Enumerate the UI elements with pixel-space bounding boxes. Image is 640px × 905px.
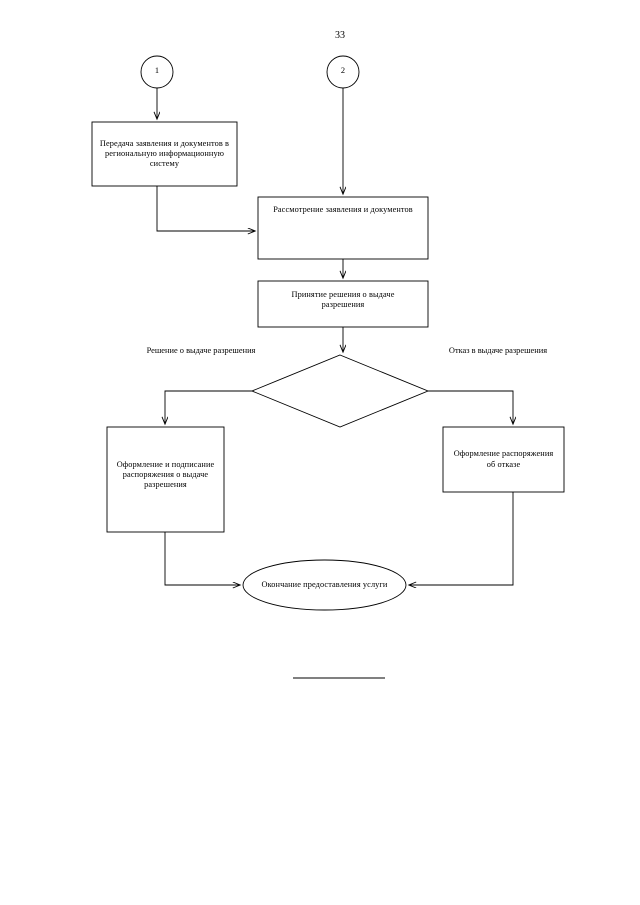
node-label-process-transfer: Передача заявления и документов в регион… (99, 138, 230, 169)
box-process-refusal (442, 426, 565, 493)
edge-transfer-to-review (156, 186, 255, 231)
edge-refusal-to-end (409, 492, 514, 585)
page-number: 33 (335, 30, 345, 41)
box-process-issue-permit (106, 426, 225, 533)
node-label-process-decision-making: Принятие решения о выдаче разрешения (291, 290, 395, 310)
edge-label-refuse: Отказ в выдаче разрешения (448, 346, 548, 355)
edge-diamond-to-refusal (428, 390, 513, 424)
node-label-terminator-end: Окончание предоставления услуги (261, 579, 388, 589)
edge-label-approve: Решение о выдаче разрешения (146, 346, 256, 355)
node-label-process-issue-permit: Оформление и подписание распоряжения о в… (116, 459, 215, 490)
box-process-decision-making (257, 280, 429, 328)
connector-label-1: 1 (154, 66, 160, 75)
node-label-process-review: Рассмотрение заявления и документов (273, 205, 413, 214)
connector-label-2: 2 (340, 66, 346, 75)
diamond-decision (250, 354, 430, 428)
box-process-transfer (91, 121, 238, 187)
edge-issue-permit-to-end (164, 532, 240, 585)
node-label-process-refusal: Оформление распоряжения об отказе (453, 449, 554, 469)
edge-diamond-to-issue-permit (165, 390, 252, 424)
ellipse-terminator-end (242, 559, 407, 611)
box-process-review (257, 196, 429, 260)
